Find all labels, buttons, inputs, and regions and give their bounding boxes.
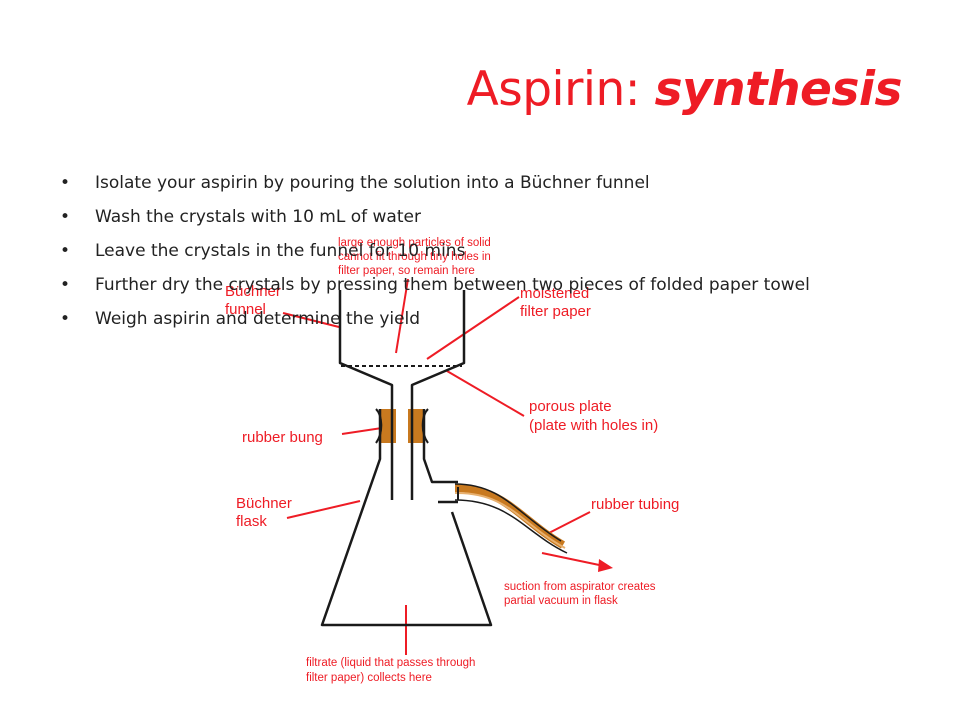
slide-title: Aspirin: synthesis [466, 62, 903, 117]
label-filtrate: filtrate (liquid that passes through fil… [306, 657, 479, 684]
suction-arrow-head [598, 559, 613, 572]
label-rubber-bung: rubber bung [242, 429, 323, 446]
label-rubber-tubing: rubber tubing [591, 496, 679, 513]
pointer-tubing [544, 511, 591, 536]
pointer-bung [341, 427, 383, 435]
bullet-item: Isolate your aspirin by pouring the solu… [58, 172, 908, 195]
rubber-tubing [454, 483, 568, 554]
title-emphasis: synthesis [654, 62, 903, 117]
label-buchner-flask: Büchner flask [236, 495, 296, 530]
bullet-item: Leave the crystals in the funnel for 10 … [58, 240, 908, 263]
pointer-plate [446, 370, 525, 417]
bullet-item: Further dry the crystals by pressing the… [58, 274, 908, 297]
title-plain: Aspirin: [466, 62, 655, 117]
flask-sidearm [422, 409, 458, 504]
label-suction: suction from aspirator creates partial v… [504, 581, 659, 607]
pointer-flask [286, 500, 361, 519]
bullet-list: Isolate your aspirin by pouring the solu… [58, 172, 908, 342]
suction-arrow-line [541, 552, 605, 567]
rubber-bung [380, 409, 424, 443]
flask-body [320, 409, 493, 627]
bullet-item: Wash the crystals with 10 mL of water [58, 206, 908, 229]
label-porous-plate: porous plate (plate with holes in) [529, 398, 658, 434]
bullet-item: Weigh aspirin and determine the yield [58, 308, 908, 331]
